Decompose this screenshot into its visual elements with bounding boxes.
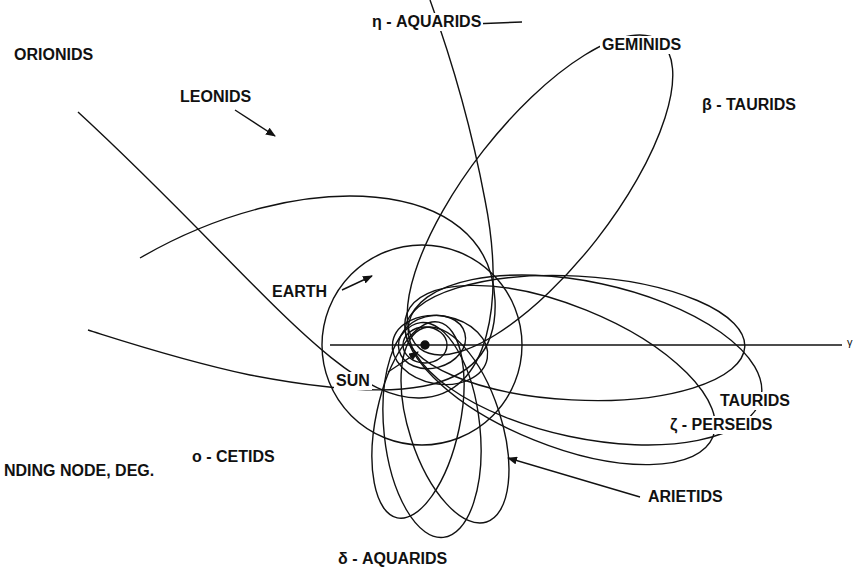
stream-label: ο - CETIDS xyxy=(190,448,277,466)
stream-label: TAURIDS xyxy=(718,392,792,410)
stream-label: LEONIDS xyxy=(178,88,253,106)
taurids-orbit xyxy=(402,267,748,409)
stream-label: β - TAURIDS xyxy=(700,96,798,114)
leader-arrow xyxy=(508,458,640,497)
leader-arrow xyxy=(388,352,418,372)
orionids-orbit xyxy=(78,0,493,398)
stream-label: GEMINIDS xyxy=(600,36,683,54)
perseids-orbit xyxy=(381,248,739,501)
sun-dot xyxy=(421,341,429,349)
stream-label: NDING NODE, DEG. xyxy=(2,462,156,480)
stream-label: EARTH xyxy=(270,283,329,301)
earth-orbit xyxy=(322,245,522,445)
stream-label: δ - AQUARIDS xyxy=(336,550,449,568)
stream-label: ζ - PERSEIDS xyxy=(668,416,775,434)
taurids-orbit xyxy=(393,246,778,473)
arietids-orbit xyxy=(380,314,531,536)
inner-orbit xyxy=(387,308,493,392)
stream-label: ORIONIDS xyxy=(12,46,95,64)
equinox-symbol: γ xyxy=(845,336,855,348)
leader-arrow xyxy=(235,110,275,136)
aquarids-orbit xyxy=(373,318,491,543)
stream-label: SUN xyxy=(334,372,372,390)
cetids-orbit xyxy=(356,313,480,526)
leader-arrow xyxy=(342,276,372,290)
stream-label: η - AQUARIDS xyxy=(370,13,483,31)
stream-label: ARIETIDS xyxy=(646,488,725,506)
geminids-orbit xyxy=(363,0,717,393)
